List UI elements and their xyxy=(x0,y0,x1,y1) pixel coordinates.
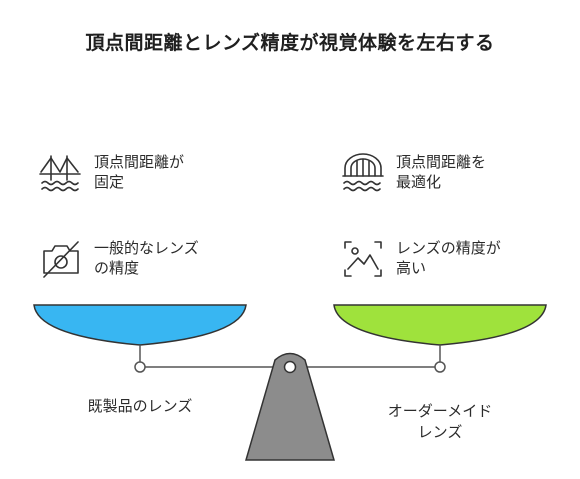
right-feature-2-text: レンズの精度が 高い xyxy=(396,239,501,277)
left-beam-joint xyxy=(134,361,146,373)
image-focus-icon xyxy=(340,236,386,282)
left-pan xyxy=(33,304,247,346)
left-feature-2: 一般的なレンズ の精度 xyxy=(38,236,199,282)
left-feature-2-text: 一般的なレンズ の精度 xyxy=(94,239,199,277)
diagram-title: 頂点間距離とレンズ精度が視覚体験を左右する xyxy=(85,32,495,54)
right-pan xyxy=(333,304,547,346)
left-caption: 既製品のレンズ xyxy=(87,397,193,415)
right-feature-1: 頂点間距離を 最適化 xyxy=(340,150,486,196)
right-feature-1-text: 頂点間距離を 最適化 xyxy=(396,153,487,191)
right-beam-joint xyxy=(434,361,446,373)
right-caption: オーダーメイド レンズ xyxy=(387,402,493,441)
camera-off-icon xyxy=(38,236,84,282)
arch-bridge-icon xyxy=(340,150,386,196)
left-feature-1-text: 頂点間距離が 固定 xyxy=(94,153,185,191)
fixed-bridge-icon xyxy=(38,150,84,196)
right-feature-2: レンズの精度が 高い xyxy=(340,236,501,282)
fulcrum xyxy=(245,352,335,461)
left-feature-1: 頂点間距離が 固定 xyxy=(38,150,184,196)
fulcrum-pivot xyxy=(283,360,297,374)
